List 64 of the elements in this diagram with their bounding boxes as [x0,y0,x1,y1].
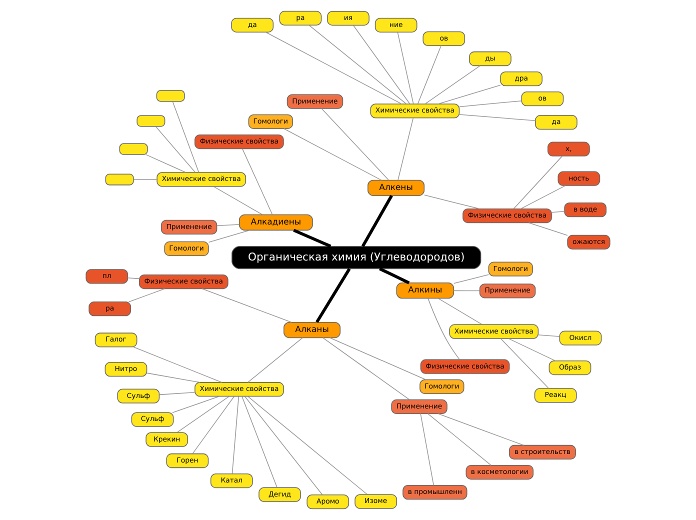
node-box [119,143,148,155]
connector [242,148,273,216]
connector [265,32,402,104]
connector [438,413,524,446]
connector [397,32,414,104]
connector [216,224,240,226]
connector [453,274,490,284]
connector [352,24,410,104]
node-box: Алкены [368,180,425,196]
node-box: Алкины [396,282,454,299]
connector [146,372,200,383]
connector [438,84,501,104]
connector [284,128,382,181]
connector [242,396,278,488]
connector [232,396,240,474]
connector [128,288,166,302]
connector [417,45,442,104]
connector [316,268,351,323]
connector [247,337,303,383]
connector [192,396,234,454]
connector [133,179,158,180]
connector [428,298,460,360]
connector [361,194,393,248]
connector [378,267,410,284]
connector [453,290,480,292]
connector [500,338,550,389]
connector [145,154,186,173]
connector [420,413,434,486]
connector [508,338,556,362]
connector [520,185,566,210]
connector [398,118,414,180]
connector [321,108,389,180]
connector [158,392,196,396]
connector [424,65,480,104]
connector [244,396,323,496]
connector [155,126,196,173]
node-box: Алканы [284,322,341,338]
connector [172,396,220,413]
node-box [136,115,166,127]
connector [208,230,250,243]
connector [438,298,483,325]
connector [133,346,222,383]
connector [308,24,407,104]
connector [551,211,565,213]
node-box: Органическая химия (Углеводородов) [232,246,482,270]
connector [293,228,332,248]
node-box: Алкадиены [238,214,313,231]
connector [459,100,522,108]
connector [322,337,410,400]
connector [176,396,230,433]
connector [528,222,568,236]
node-box [156,90,185,102]
connector [458,114,536,122]
connector [513,156,563,210]
connector [213,186,263,215]
connector [424,194,480,210]
connector [329,337,426,380]
connector [538,334,560,337]
connector [247,396,368,495]
connector [202,288,292,323]
node-box [105,174,134,186]
connector [127,278,140,280]
connector [428,413,492,466]
connector [172,101,200,173]
